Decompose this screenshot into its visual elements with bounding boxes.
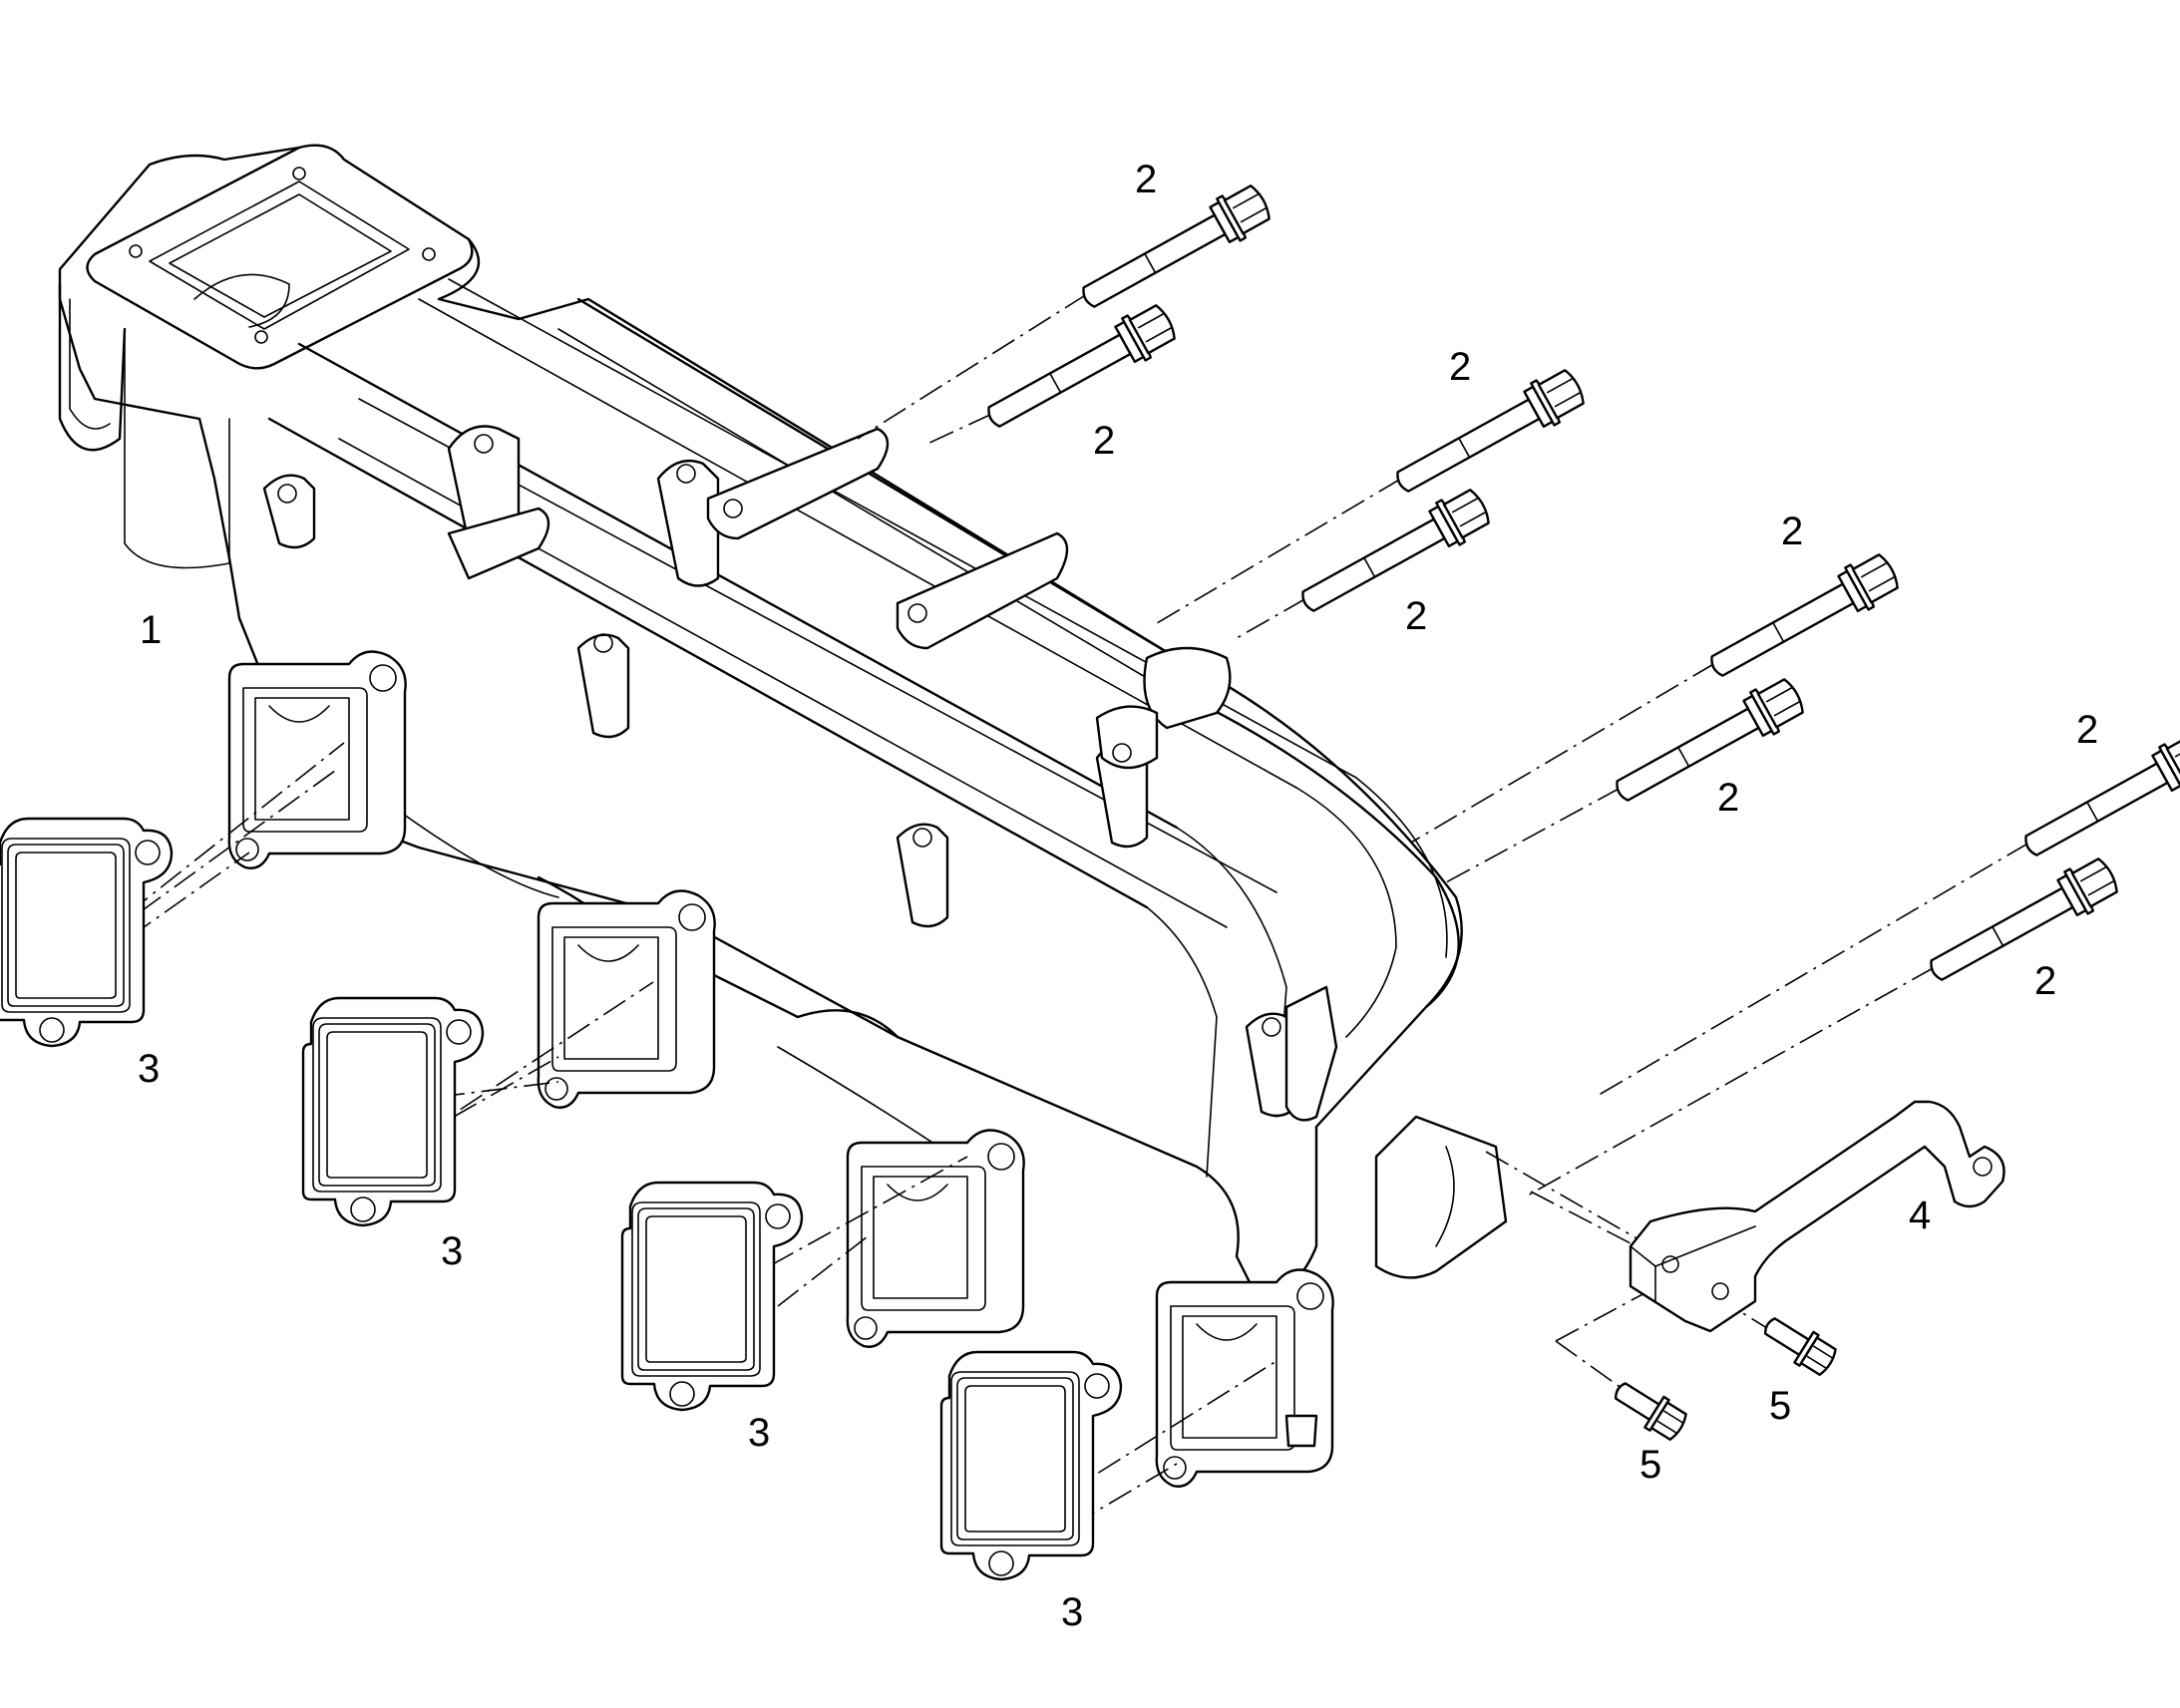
gasket: [0, 817, 174, 1048]
callout-bolt: 2: [2076, 708, 2098, 752]
callout-gasket: 3: [1061, 1590, 1083, 1634]
callout-bolt: 2: [1449, 345, 1471, 389]
callout-bolt: 2: [1717, 776, 1739, 820]
gasket: [301, 996, 485, 1227]
callout-gasket: 3: [748, 1411, 770, 1455]
support-bracket: [1629, 1100, 2005, 1333]
callout-labels: 1 2 2 2 2 2 2 2 2 3 3 3 3 4 5 5: [138, 158, 2098, 1634]
bolt: [1386, 362, 1591, 507]
callout-bolt: 2: [1093, 419, 1115, 463]
bolt: [1291, 482, 1496, 626]
callout-screw: 5: [1769, 1384, 1791, 1428]
callout-bolt: 2: [1405, 594, 1427, 638]
callout-manifold: 1: [140, 608, 162, 652]
screw: [1756, 1307, 1841, 1381]
screw: [1607, 1372, 1691, 1446]
exhaust-manifold: [58, 144, 1508, 1488]
bolt: [977, 297, 1182, 442]
callout-bolt: 2: [1781, 510, 1803, 553]
screws: [1607, 1307, 1841, 1446]
callout-bracket: 4: [1909, 1194, 1931, 1237]
bolt: [1606, 671, 1810, 816]
manifold-lugs: [262, 425, 1338, 1122]
bolt: [1920, 851, 2124, 995]
callout-screw: 5: [1639, 1443, 1661, 1487]
callout-gasket: 3: [138, 1047, 160, 1091]
bolt: [1700, 546, 1905, 691]
bolt: [1072, 177, 1276, 322]
callout-bolt: 2: [1135, 158, 1157, 201]
callout-gasket: 3: [441, 1229, 463, 1273]
gasket: [620, 1181, 804, 1412]
gasket: [939, 1350, 1123, 1581]
callout-bolt: 2: [2034, 959, 2056, 1003]
